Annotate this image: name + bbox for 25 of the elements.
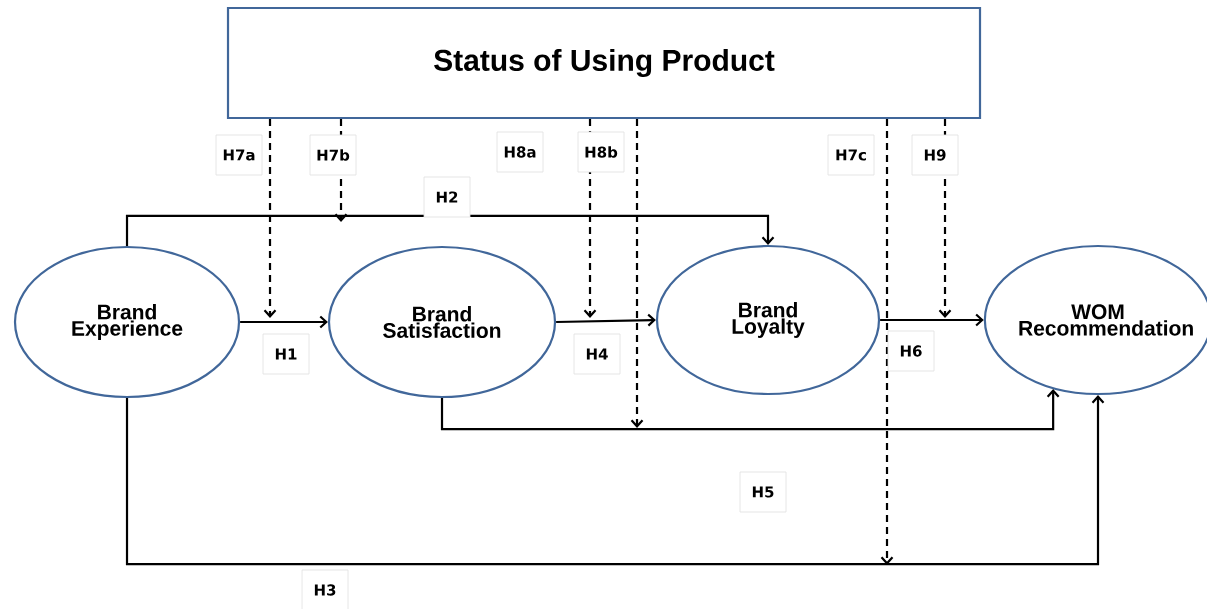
arrow [263, 119, 277, 318]
arrow [630, 119, 644, 428]
edge-label: H6 [887, 330, 935, 372]
edge-label: H1 [262, 333, 310, 375]
arrow [440, 389, 1060, 431]
arrow [880, 119, 894, 565]
edge-label: H9 [911, 134, 959, 176]
edge-label: H8a [496, 131, 544, 173]
arrow [556, 313, 656, 327]
oval-node: Brand Satisfaction [327, 245, 557, 399]
arrow [240, 315, 328, 329]
edge-label: H2 [423, 176, 471, 218]
edge-label: H7b [309, 134, 357, 176]
edge-label: H7a [215, 134, 263, 176]
oval-node: Brand Experience [13, 245, 241, 399]
arrow [880, 313, 984, 327]
edge-label: H3 [301, 569, 349, 609]
moderator-box: Status of Using Product [226, 6, 982, 120]
edge-label: H5 [739, 471, 787, 513]
edge-label: H7c [827, 134, 875, 176]
edge-label: H8b [577, 131, 625, 173]
arrow [125, 214, 775, 246]
arrow [125, 395, 1105, 566]
oval-node: Brand Loyalty [655, 244, 881, 396]
edge-label: H4 [573, 333, 621, 375]
